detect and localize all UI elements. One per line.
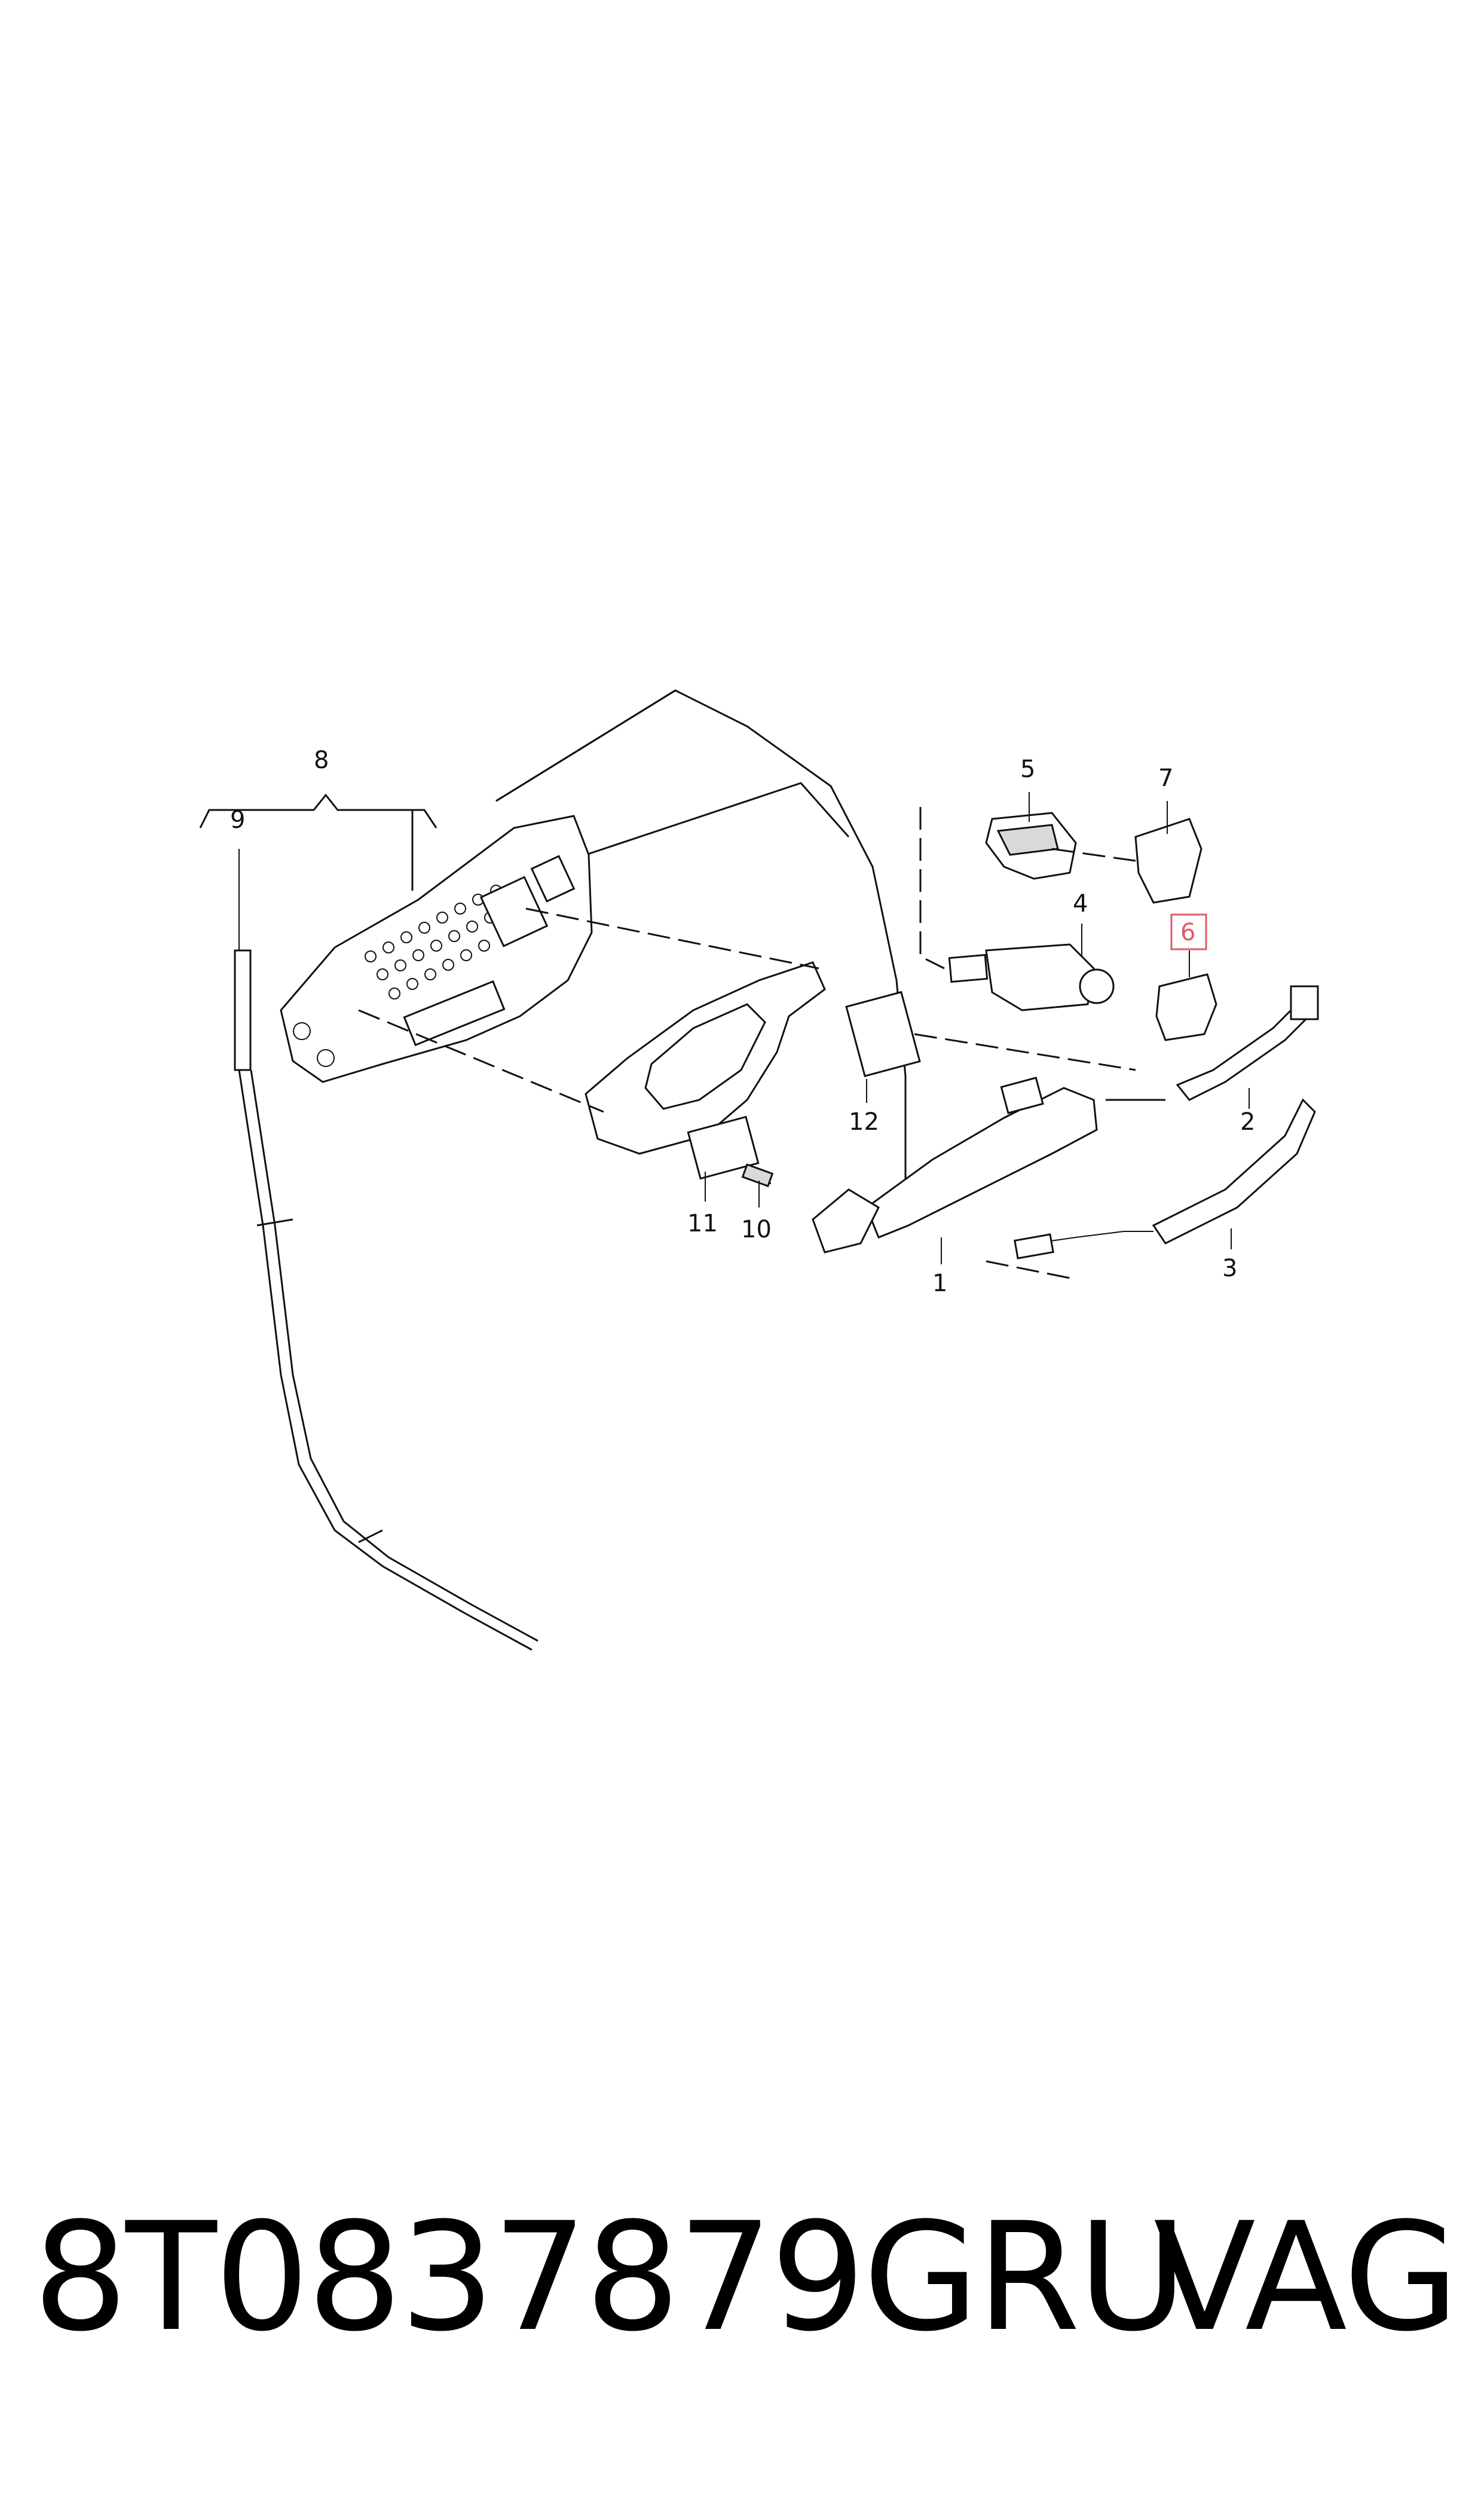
- label-4: 4: [1073, 890, 1088, 918]
- footer: 8T0837879GRU VAG: [0, 2188, 1484, 2367]
- part-number: 8T0837879GRU: [33, 2190, 1188, 2364]
- exploded-parts-diagram: 8 9 5 7 4 6 2 12 11 10 1 3: [199, 689, 1319, 1651]
- label-8-bracket: [199, 793, 437, 891]
- outer-door-handle: [812, 1077, 1098, 1254]
- label-7: 7: [1158, 765, 1173, 792]
- handle-caps: [1134, 818, 1217, 1041]
- bowden-cable: [234, 885, 538, 1651]
- label-5: 5: [1020, 756, 1035, 783]
- label-1: 1: [932, 1270, 947, 1297]
- gasket-and-screw: [687, 1115, 774, 1188]
- label-6-highlight-box: [1170, 913, 1207, 950]
- label-2: 2: [1240, 1108, 1255, 1136]
- brand-name: VAG: [1153, 2190, 1459, 2364]
- label-11: 11: [687, 1210, 718, 1237]
- handle-seal: [1176, 985, 1319, 1101]
- assembly-lines: [358, 807, 1165, 1280]
- handle-sensor-strip: [1014, 1098, 1316, 1259]
- label-10: 10: [741, 1216, 772, 1243]
- label-3: 3: [1222, 1255, 1237, 1282]
- callout-labels: 8 9 5 7 4 6 2 12 11 10 1 3: [230, 747, 1255, 1297]
- label-6: 6: [1180, 919, 1195, 946]
- label-12: 12: [849, 1108, 879, 1136]
- leader-lines: [238, 792, 1250, 1264]
- handle-bezel: [585, 961, 921, 1155]
- handle-carrier-bracket: [280, 815, 593, 1083]
- label-8: 8: [314, 747, 329, 774]
- label-9: 9: [230, 806, 245, 834]
- lock-housing: [985, 812, 1077, 880]
- lock-cylinder: [948, 943, 1115, 1011]
